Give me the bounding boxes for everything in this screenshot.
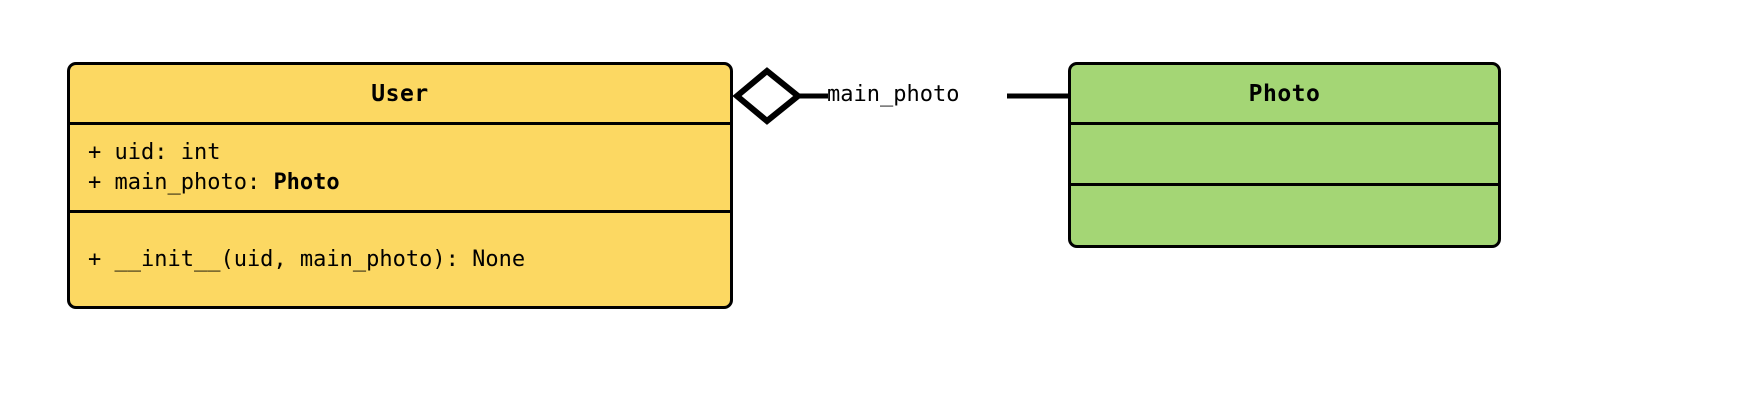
uml-attribute-main-photo: + main_photo: Photo bbox=[88, 168, 712, 198]
aggregation-diamond-icon bbox=[732, 67, 803, 125]
uml-methods-compartment-photo bbox=[1071, 183, 1498, 242]
uml-attribute-main-photo-prefix: + main_photo: bbox=[88, 169, 274, 195]
uml-attribute-uid: + uid: int bbox=[88, 139, 221, 165]
association-label-main-photo: main_photo bbox=[827, 82, 960, 107]
uml-class-title-user: User bbox=[371, 80, 429, 107]
uml-class-user[interactable]: User + uid: int + main_photo: Photo + __… bbox=[67, 62, 733, 309]
uml-class-title-photo: Photo bbox=[1248, 80, 1321, 107]
uml-attributes-compartment-user: + uid: int + main_photo: Photo bbox=[70, 122, 730, 210]
uml-attribute-main-photo-type: Photo bbox=[273, 169, 340, 195]
uml-methods-compartment-user: + __init__(uid, main_photo): None bbox=[70, 210, 730, 306]
uml-method-init: + __init__(uid, main_photo): None bbox=[88, 246, 526, 272]
uml-attributes-compartment-photo bbox=[1071, 122, 1498, 183]
uml-class-photo[interactable]: Photo bbox=[1068, 62, 1501, 248]
